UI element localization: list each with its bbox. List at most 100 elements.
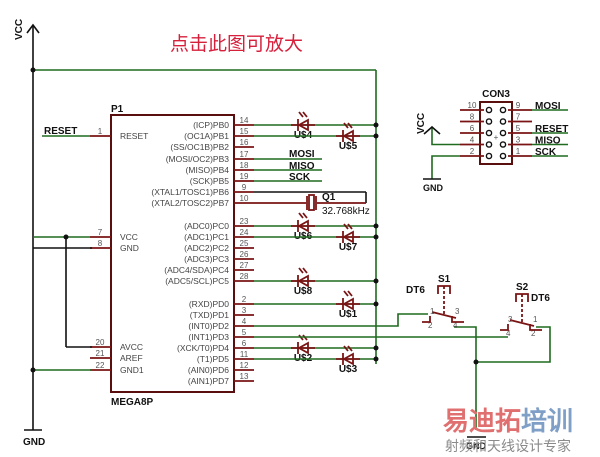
svg-text:(ADC1)PC1: (ADC1)PC1: [184, 232, 229, 242]
mcu-pin-4: 4 (INT0)PD2: [188, 317, 254, 331]
svg-text:4: 4: [242, 317, 247, 326]
svg-text:(XTAL2/TOSC2)PB7: (XTAL2/TOSC2)PB7: [151, 198, 229, 208]
svg-text:21: 21: [96, 349, 105, 358]
led-us5: U$5: [254, 122, 379, 152]
svg-text:1: 1: [98, 127, 103, 136]
svg-text:U$5: U$5: [339, 141, 358, 152]
svg-text:(SCK)PB5: (SCK)PB5: [190, 176, 229, 186]
svg-text:S2: S2: [516, 282, 529, 293]
svg-text:GND: GND: [466, 441, 487, 451]
svg-text:(ADC3)PC3: (ADC3)PC3: [184, 254, 229, 264]
mcu-pin-11: 11(T1)PD5: [197, 350, 254, 364]
watermark: 易迪拓 培训 射频和天线设计专家: [443, 407, 573, 455]
mcu-pin-10: 10(XTAL2/TOSC2)PB7: [151, 194, 254, 208]
mcu-pin-12: 12(AIN0)PD6: [188, 361, 254, 375]
vcc-symbol: VCC: [14, 19, 40, 430]
svg-text:2: 2: [531, 329, 536, 338]
mcu-pin-9: 9 (XTAL1/TOSC1)PB6: [151, 183, 254, 197]
svg-text:22: 22: [96, 361, 105, 370]
svg-text:S1: S1: [438, 274, 451, 285]
svg-text:(ICP)PB0: (ICP)PB0: [193, 120, 229, 130]
svg-text:28: 28: [240, 272, 249, 281]
svg-text:(XCK/T0)PD4: (XCK/T0)PD4: [177, 343, 229, 353]
svg-text:AREF: AREF: [120, 353, 143, 363]
vcc-label: VCC: [14, 19, 25, 40]
svg-text:9: 9: [516, 101, 521, 110]
svg-text:1: 1: [430, 307, 435, 316]
svg-text:(ADC4/SDA)PC4: (ADC4/SDA)PC4: [164, 265, 229, 275]
con3-gnd-label: GND: [423, 183, 444, 193]
svg-text:7: 7: [98, 228, 103, 237]
con3-ref: CON3: [482, 89, 510, 100]
svg-text:(XTAL1/TOSC1)PB6: (XTAL1/TOSC1)PB6: [151, 187, 229, 197]
mcu-pin-16: 16(SS/OC1B)PB2: [170, 138, 254, 152]
svg-text:16: 16: [240, 138, 249, 147]
svg-text:3: 3: [508, 315, 513, 324]
svg-text:U$7: U$7: [339, 242, 358, 253]
svg-text:2: 2: [428, 321, 433, 330]
crystal-q1: Q1 32.768kHz: [254, 191, 370, 217]
gnd-symbol-switch: GND: [466, 436, 487, 451]
svg-text:1: 1: [533, 315, 538, 324]
svg-text:17: 17: [240, 150, 249, 159]
svg-text:(ADC0)PC0: (ADC0)PC0: [184, 221, 229, 231]
mcu-ref: P1: [111, 104, 124, 115]
svg-text:8: 8: [98, 239, 103, 248]
mcu-pin-26: 26(ADC3)PC3: [184, 250, 254, 264]
crystal-ref: Q1: [322, 192, 336, 203]
svg-text:12: 12: [240, 361, 249, 370]
svg-text:4: 4: [470, 136, 475, 145]
svg-text:10: 10: [468, 101, 477, 110]
mcu-pin-15: 15 (OC1A)PB1: [184, 127, 254, 141]
svg-text:15: 15: [240, 127, 249, 136]
mcu-mega8p: P1 MEGA8P: [110, 104, 235, 408]
zoom-hint-title[interactable]: 点击此图可放大: [170, 33, 303, 55]
gnd-symbol-left: GND: [23, 429, 45, 448]
svg-text:(TXD)PD1: (TXD)PD1: [190, 310, 229, 320]
mcu-pin-5: 5(INT1)PD3: [188, 328, 254, 342]
svg-text:24: 24: [240, 228, 249, 237]
mcu-pin-6: 6(XCK/T0)PD4: [177, 339, 254, 353]
con3-net-miso: MISO: [535, 136, 561, 147]
svg-text:19: 19: [240, 172, 249, 181]
svg-text:(T1)PD5: (T1)PD5: [197, 354, 229, 364]
mcu-pin-18: 18(MISO)PB4: [186, 161, 254, 175]
mcu-right-pins: 14 (ICP)PB0 15 (OC1A)PB116(SS/OC1B)PB217(MO…: [151, 116, 254, 386]
mcu-pin-2: 2(RXD)PD0: [189, 295, 254, 309]
net-miso: MISO: [289, 161, 315, 172]
svg-text:(ADC5/SCL)PC5: (ADC5/SCL)PC5: [165, 276, 229, 286]
svg-text:U$8: U$8: [294, 286, 313, 297]
mcu-part: MEGA8P: [111, 397, 154, 408]
svg-text:DT6: DT6: [531, 293, 550, 304]
svg-text:1: 1: [516, 147, 521, 156]
svg-text:GND1: GND1: [120, 365, 144, 375]
svg-text:(OC1A)PB1: (OC1A)PB1: [184, 131, 229, 141]
svg-text:7: 7: [516, 113, 521, 122]
watermark-brand-a: 易迪拓: [443, 407, 521, 437]
svg-text:(INT0)PD2: (INT0)PD2: [188, 321, 229, 331]
svg-text:8: 8: [470, 113, 475, 122]
mcu-pin-17: 17(MOSI/OC2)PB3: [166, 150, 254, 164]
svg-text:6: 6: [470, 124, 475, 133]
svg-text:(ADC2)PC2: (ADC2)PC2: [184, 243, 229, 253]
mcu-pin-3: 3(TXD)PD1: [190, 306, 254, 320]
watermark-brand-b: 培训: [521, 407, 573, 437]
mcu-pin-14: 14 (ICP)PB0: [193, 116, 254, 130]
svg-text:9: 9: [242, 183, 247, 192]
net-mosi: MOSI: [289, 149, 315, 160]
mcu-pin-25: 25(ADC2)PC2: [184, 239, 254, 253]
svg-text:4: 4: [453, 321, 458, 330]
svg-text:14: 14: [240, 116, 249, 125]
crystal-value: 32.768kHz: [322, 206, 370, 217]
svg-text:23: 23: [240, 217, 249, 226]
watermark-slogan: 射频和天线设计专家: [445, 438, 571, 455]
mcu-pin-13: 13(AIN1)PD7: [188, 372, 254, 386]
